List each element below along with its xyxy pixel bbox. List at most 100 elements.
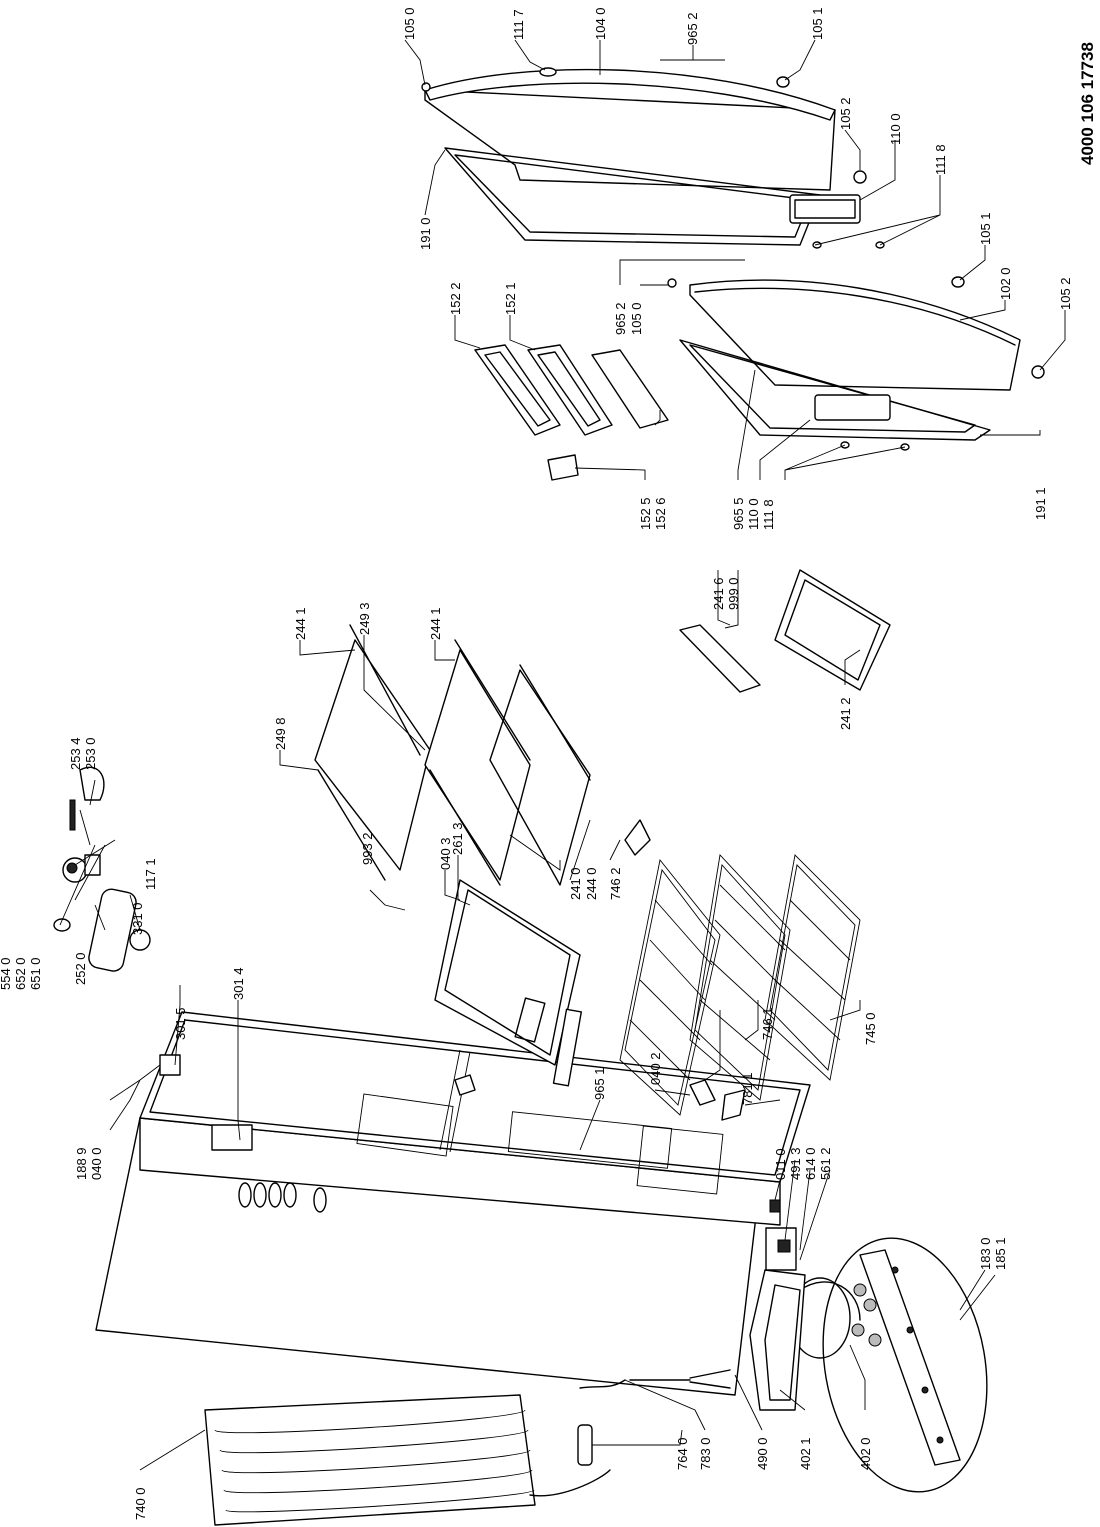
- callout-label: 614 0: [803, 1147, 818, 1180]
- light-cover: [88, 888, 137, 972]
- callout-label: 152 1: [503, 282, 518, 315]
- callout-label: 152 6: [653, 497, 668, 530]
- callout-label: 111 8: [933, 144, 948, 175]
- freezer-door-handle: [814, 394, 891, 421]
- callout-label: 105 1: [810, 7, 825, 40]
- freezer-door: [689, 279, 1021, 391]
- hinge-bracket-middle: [454, 1074, 476, 1096]
- callout-label: 249 3: [357, 602, 372, 635]
- callout-label: 554 0: [0, 957, 13, 990]
- door-balcony-2: [527, 344, 613, 436]
- callout-label: 783 0: [698, 1437, 713, 1470]
- freezer-wire-basket-1: [619, 858, 721, 1116]
- hinge-bracket-top: [159, 1054, 181, 1076]
- callout-label: 652 0: [13, 957, 28, 990]
- callout-label: 491 3: [788, 1147, 803, 1180]
- hinge-caps-top: [421, 76, 885, 249]
- callout-labels: 105 0 111 7 104 0 965 2 105 1 105 2 110 …: [0, 7, 1073, 1520]
- lamp-bulb: [53, 918, 71, 932]
- door-balcony-3: [591, 349, 669, 429]
- condenser-coil: [204, 1394, 611, 1526]
- callout-label: 040 3: [438, 837, 453, 870]
- freezer-wire-basket-3: [764, 854, 861, 1081]
- callout-label: 244 1: [293, 607, 308, 640]
- door-balcony-1: [474, 344, 561, 436]
- callout-label: 011 0: [773, 1148, 788, 1180]
- callout-label: 040 0: [89, 1147, 104, 1180]
- callout-label: 040 2: [648, 1052, 663, 1085]
- callout-label: 185 1: [993, 1237, 1008, 1270]
- callout-label: 252 0: [73, 952, 88, 985]
- hinge-pin: [769, 1199, 781, 1213]
- callout-label: 402 1: [798, 1437, 813, 1470]
- compressor-cover: [749, 1269, 806, 1411]
- callout-label: 241 6: [711, 577, 726, 610]
- callout-label: 561 2: [818, 1147, 833, 1180]
- cabinet-body: [95, 1011, 811, 1396]
- callout-label: 188 9: [74, 1147, 89, 1180]
- freezer-drawer: [774, 569, 891, 691]
- document-code: 4000 106 17738: [1078, 42, 1097, 165]
- callout-label: 102 0: [998, 267, 1013, 300]
- callout-label: 965 5: [731, 497, 746, 530]
- callout-label: 740 0: [133, 1487, 148, 1520]
- callout-label: 191 1: [1033, 487, 1048, 520]
- callout-label: 253 0: [83, 737, 98, 770]
- callout-label: 105 0: [402, 7, 417, 40]
- callout-label: 244 1: [428, 607, 443, 640]
- crisper-drawer: [434, 879, 581, 1066]
- relay-unit: [765, 1227, 797, 1271]
- thermostat-cover: [79, 766, 105, 801]
- callout-label: 999 0: [726, 577, 741, 610]
- leader-lines: [59, 39, 1066, 1471]
- callout-label: 993 2: [360, 832, 375, 865]
- callout-label: 746 2: [608, 867, 623, 900]
- callout-label: 152 2: [448, 282, 463, 315]
- callout-label: 105 1: [978, 212, 993, 245]
- callout-label: 965 2: [685, 12, 700, 45]
- freezer-flap: [679, 624, 761, 693]
- callout-label: 117 1: [143, 858, 158, 890]
- callout-label: 104 0: [593, 7, 608, 40]
- callout-label: 746 1: [760, 1007, 775, 1040]
- callout-label: 301 5: [173, 1007, 188, 1040]
- callout-label: 253 4: [68, 737, 83, 770]
- callout-label: 249 8: [273, 717, 288, 750]
- shelf-clip: [624, 819, 651, 856]
- callout-label: 110 0: [888, 113, 903, 145]
- callout-label: 965 1: [592, 1067, 607, 1100]
- callout-label: 152 5: [638, 497, 653, 530]
- lower-hinge: [721, 1089, 746, 1121]
- callout-label: 490 0: [755, 1437, 770, 1470]
- callout-label: 191 0: [418, 217, 433, 250]
- callout-label: 183 0: [978, 1237, 993, 1270]
- freezer-wire-basket-2: [689, 854, 791, 1101]
- filter-drier: [577, 1424, 593, 1466]
- power-cord: [579, 1369, 731, 1389]
- thermostat-housing: [211, 1124, 253, 1151]
- callout-label: 301 4: [231, 967, 246, 1000]
- callout-label: 764 0: [675, 1437, 690, 1470]
- callout-label: 651 0: [28, 957, 43, 990]
- callout-label: 745 0: [863, 1012, 878, 1045]
- spring: [69, 799, 76, 831]
- callout-label: 244 0: [584, 867, 599, 900]
- fridge-door: [424, 67, 836, 191]
- callout-label: 781 1: [740, 1072, 755, 1105]
- fridge-door-gasket: [444, 147, 821, 246]
- callout-label: 105 2: [838, 97, 853, 130]
- callout-label: 261 3: [450, 822, 465, 855]
- callout-label: 241 2: [838, 697, 853, 730]
- crisper-cover: [552, 1008, 583, 1087]
- callout-label: 105 2: [1058, 277, 1073, 310]
- glass-shelf-lower: [424, 639, 591, 886]
- compressor-base-plate: [822, 1237, 988, 1493]
- hinge-bracket-bottom: [689, 1079, 716, 1106]
- egg-tray: [547, 454, 579, 481]
- compressor: [789, 1277, 882, 1359]
- callout-label: 241 0: [568, 867, 583, 900]
- thermostat-assembly: [62, 854, 101, 883]
- callout-label: 110 0: [746, 498, 761, 530]
- callout-label: 965 2: [613, 302, 628, 335]
- callout-label: 111 8: [761, 499, 776, 530]
